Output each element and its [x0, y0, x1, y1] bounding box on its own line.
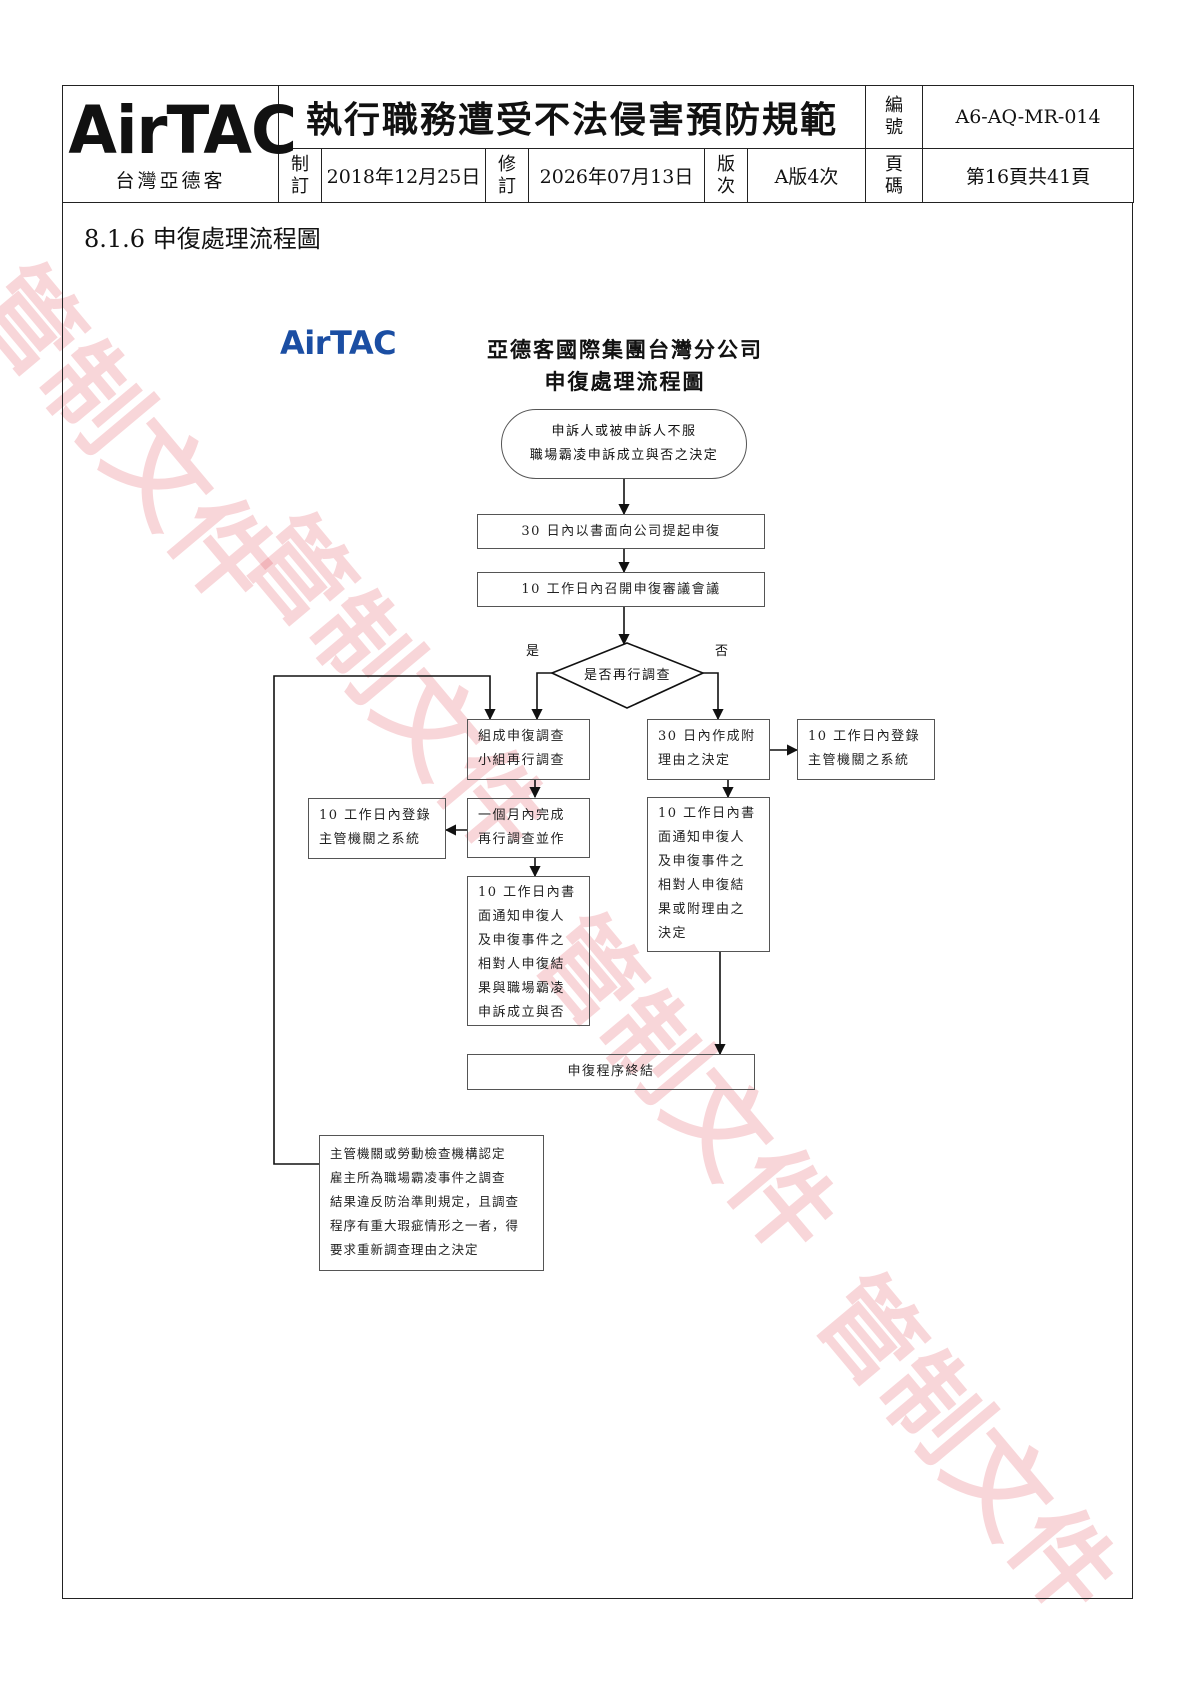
created-date: 2018年12月25日 — [321, 148, 486, 203]
document-code: A6-AQ-MR-014 — [922, 85, 1135, 149]
arrow-no-branch — [703, 672, 724, 721]
revised-label: 修訂 — [485, 148, 529, 203]
arrow-authority-loop — [273, 675, 496, 1165]
start-line2: 職場霸凌申訴成立與否之決定 — [529, 448, 719, 463]
no-notify-box: 10 工作日內書 面通知申復人 及申復事件之 相對人申復結 果或附理由之 決定 — [647, 797, 770, 952]
no-notify-line: 相對人申復結 — [658, 878, 746, 893]
logo-text: AirTAC — [68, 91, 297, 169]
yes-register-box: 10 工作日內登錄 主管機關之系統 — [308, 798, 446, 859]
yes-notify-line: 相對人申復結 — [478, 957, 566, 972]
no-notify-line: 果或附理由之 — [658, 902, 746, 917]
no-notify-line: 10 工作日內書 — [658, 806, 756, 821]
step-meeting-box: 10 工作日內召開申復審議會議 — [477, 572, 765, 607]
authority-line: 結果違反防治準則規定，且調查 — [330, 1194, 520, 1209]
no-register-box: 10 工作日內登錄 主管機關之系統 — [797, 719, 935, 780]
authority-line: 要求重新調查理由之決定 — [330, 1242, 479, 1257]
decision-diamond — [549, 642, 706, 709]
chart-logo: AirTAC — [280, 324, 397, 362]
decision-text: 是否再行調查 — [583, 667, 671, 683]
page-frame — [62, 202, 1133, 1599]
yes-month-box: 一個月內完成 再行調查並作 — [467, 798, 590, 858]
arrow-yes-branch — [531, 672, 552, 721]
authority-line: 雇主所為職場霸凌事件之調查 — [330, 1170, 506, 1185]
page-label: 頁碼 — [865, 148, 924, 203]
start-terminator: 申訴人或被申訴人不服 職場霸凌申訴成立與否之決定 — [501, 409, 747, 479]
yes-investigate-line1: 組成申復調查 — [478, 729, 566, 744]
code-label: 編號 — [865, 85, 924, 149]
no-notify-line: 面通知申復人 — [658, 830, 746, 845]
no-notify-line: 及申復事件之 — [658, 854, 746, 869]
yes-register-line2: 主管機關之系統 — [319, 832, 421, 847]
section-title: 8.1.6 申復處理流程圖 — [84, 225, 321, 253]
yes-investigate-line2: 小組再行調查 — [478, 753, 566, 768]
yes-notify-line: 及申復事件之 — [478, 933, 566, 948]
no-register-line1: 10 工作日內登錄 — [808, 729, 921, 744]
yes-notify-line: 10 工作日內書 — [478, 885, 576, 900]
no-notify-line: 決定 — [658, 926, 688, 941]
no-register-line2: 主管機關之系統 — [808, 753, 910, 768]
page-number: 第16頁共41頁 — [922, 148, 1135, 203]
yes-notify-line: 果與職場霸凌 — [478, 981, 566, 996]
document-header: AirTAC 台灣亞德客 執行職務遭受不法侵害預防規範 編號 A6-AQ-MR-… — [62, 85, 1135, 203]
version-value: A版4次 — [746, 148, 867, 203]
authority-box: 主管機關或勞動檢查機構認定 雇主所為職場霸凌事件之調查 結果違反防治準則規定，且… — [319, 1135, 544, 1271]
logo-subtitle: 台灣亞德客 — [115, 169, 226, 192]
no-decision-box: 30 日內作成附 理由之決定 — [647, 719, 770, 780]
authority-line: 主管機關或勞動檢查機構認定 — [330, 1146, 506, 1161]
start-line1: 申訴人或被申訴人不服 — [551, 424, 697, 439]
authority-line: 程序有重大瑕疵情形之一者，得 — [330, 1218, 520, 1233]
chart-title-line2: 申復處理流程圖 — [544, 369, 706, 394]
document-title: 執行職務遭受不法侵害預防規範 — [277, 85, 867, 149]
yes-notify-line: 面通知申復人 — [478, 909, 566, 924]
yes-notify-line: 申訴成立與否 — [478, 1005, 566, 1020]
no-decision-line1: 30 日內作成附 — [658, 729, 756, 744]
yes-label: 是 — [526, 644, 540, 659]
revised-date: 2026年07月13日 — [528, 148, 705, 203]
yes-notify-box: 10 工作日內書 面通知申復人 及申復事件之 相對人申復結 果與職場霸凌 申訴成… — [467, 876, 590, 1026]
company-logo: AirTAC 台灣亞德客 — [62, 85, 297, 203]
chart-title-line1: 亞德客國際集團台灣分公司 — [487, 337, 763, 362]
yes-month-line2: 再行調查並作 — [478, 832, 566, 847]
step-appeal-box: 30 日內以書面向公司提起申復 — [477, 514, 765, 549]
yes-investigate-box: 組成申復調查 小組再行調查 — [467, 719, 590, 780]
version-label: 版次 — [704, 148, 748, 203]
no-decision-line2: 理由之決定 — [658, 753, 731, 768]
yes-month-line1: 一個月內完成 — [478, 808, 566, 823]
no-label: 否 — [715, 644, 729, 659]
yes-register-line1: 10 工作日內登錄 — [319, 808, 432, 823]
end-box: 申復程序終結 — [467, 1054, 755, 1090]
